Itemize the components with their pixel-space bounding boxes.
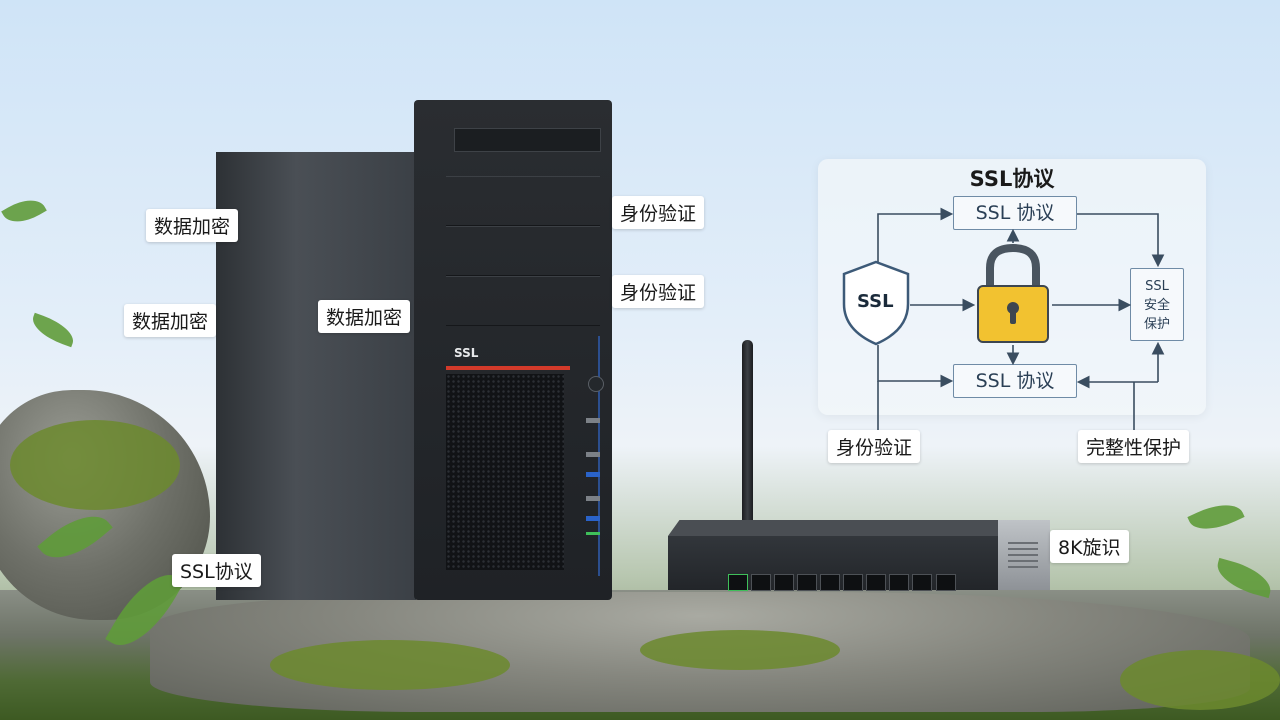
callout-data-encryption: 数据加密 [146,209,239,242]
router [668,520,1050,592]
pc-tower: SSL [216,100,614,602]
usb-port [586,452,600,457]
optical-drive [454,128,601,152]
uplink-port [936,574,956,591]
ethernet-port [912,574,932,591]
red-accent-stripe [446,366,570,370]
vent-slot [1008,566,1038,568]
ssl-protocol-box-top: SSL 协议 [953,196,1077,230]
tower-side-panel [216,152,416,600]
callout-ssl-protocol: SSL协议 [172,554,261,587]
ethernet-port [728,574,748,591]
callout-authentication: 身份验证 [612,275,705,308]
usb-port [586,472,600,477]
power-button [588,376,604,392]
router-side [998,520,1050,590]
router-top [668,520,1050,536]
side-box-line: SSL [1145,279,1169,294]
router-antenna [742,340,753,525]
diagram-title: SSL协议 [969,167,1055,191]
tower-front-panel: SSL [414,100,612,600]
leaf [1,191,47,231]
callout-integrity-protection: 完整性保护 [1078,430,1190,463]
router-front [668,536,998,591]
moss [270,640,510,690]
callout-router-label: 8K旋识 [1050,530,1129,563]
side-box-line: 安全 [1143,298,1170,313]
drive-bay [446,276,600,326]
ssl-diagram-panel: SSL协议 SSL 协议 SSL 协议 SSL 安全 保护 [818,159,1206,415]
usb-port [586,418,600,423]
ssl-protocol-box-bottom: SSL 协议 [953,364,1077,398]
usb-port [586,516,600,521]
ethernet-port [797,574,817,591]
vent-slot [1008,548,1038,550]
shield-text: SSL [857,291,894,312]
callout-data-encryption: 数据加密 [318,300,411,333]
usb-port [586,496,600,501]
callout-data-encryption: 数据加密 [124,304,217,337]
ethernet-port [843,574,863,591]
leaf [27,312,79,348]
ssl-security-protection-box: SSL 安全 保护 [1130,268,1184,341]
ethernet-port [866,574,886,591]
status-led [586,532,600,535]
moss [10,420,180,510]
callout-authentication: 身份验证 [612,196,705,229]
vent-slot [1008,560,1038,562]
ethernet-port [889,574,909,591]
moss [1120,650,1280,710]
drive-bay [446,226,600,276]
tower-brand-label: SSL [454,346,479,360]
moss [640,630,840,670]
leaf [1187,495,1245,539]
callout-authentication-bottom: 身份验证 [828,430,921,463]
ethernet-port [820,574,840,591]
front-mesh-grille [446,374,564,570]
drive-bay [446,176,600,226]
side-box-line: 保护 [1143,317,1170,332]
vent-slot [1008,554,1038,556]
ethernet-port [774,574,794,591]
ethernet-port [751,574,771,591]
vent-slot [1008,542,1038,544]
